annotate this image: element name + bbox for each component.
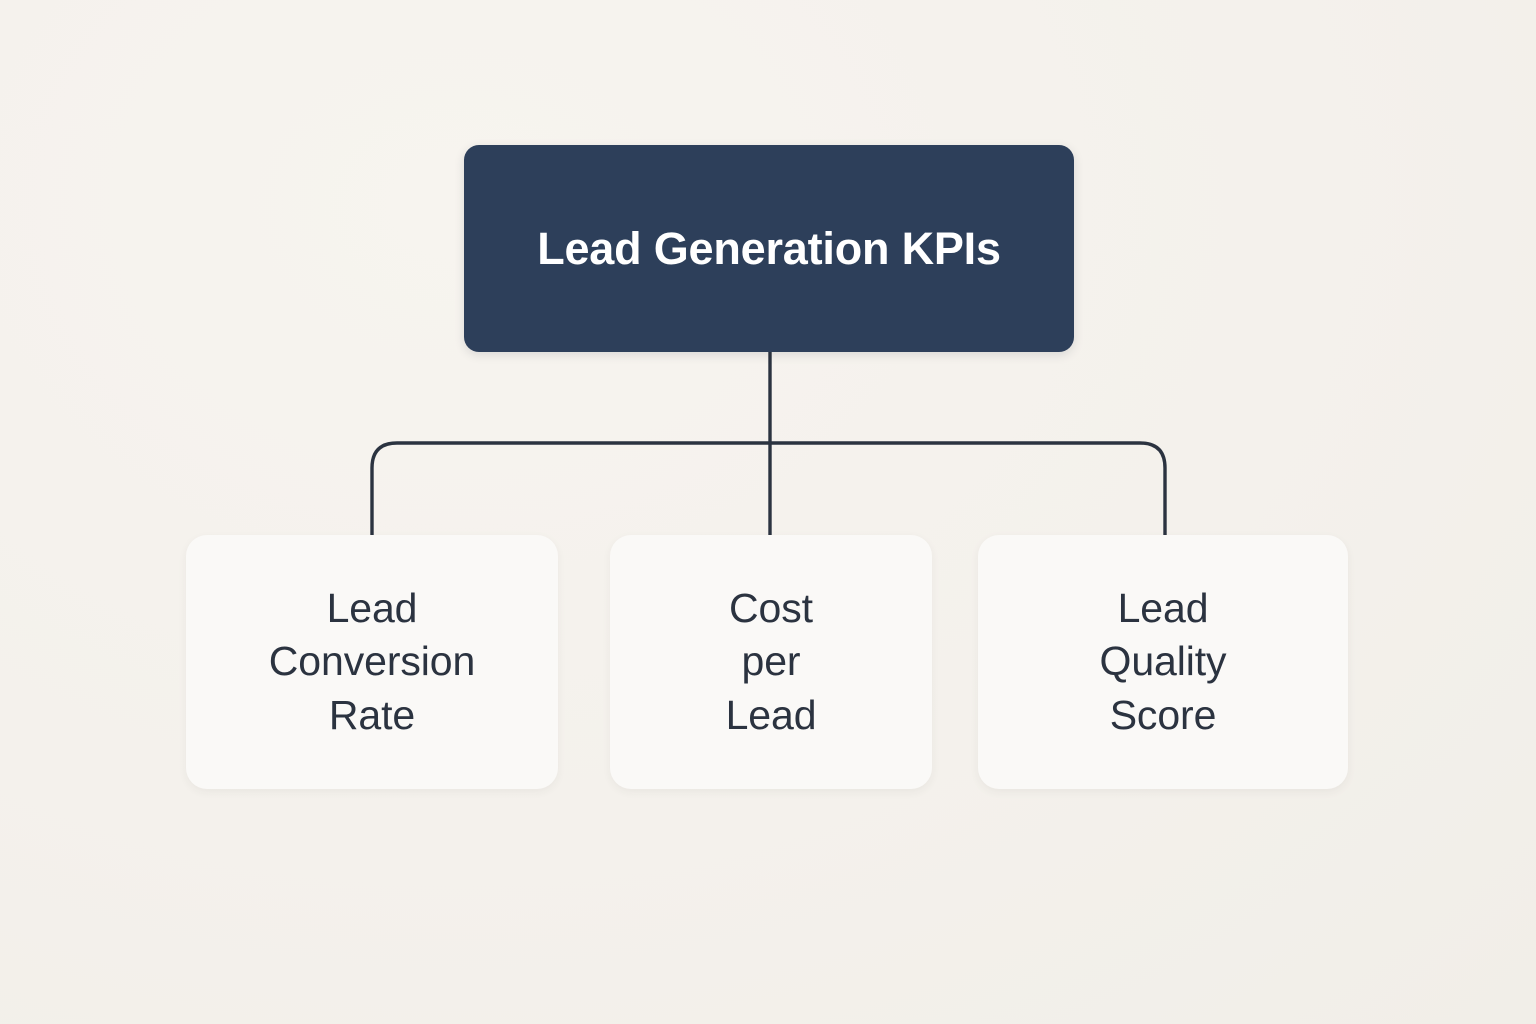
root-node-lead-generation-kpis[interactable]: Lead Generation KPIs — [464, 145, 1074, 352]
child-node-label: Cost per Lead — [725, 585, 817, 738]
child-node-cost-per-lead[interactable]: Cost per Lead — [610, 535, 932, 789]
connector-bus-right — [770, 441, 1167, 537]
connector-bus-left — [370, 441, 770, 537]
root-node-label: Lead Generation KPIs — [537, 222, 1001, 274]
child-node-lead-quality-score[interactable]: Lead Quality Score — [978, 535, 1348, 789]
child-node-lead-conversion-rate[interactable]: Lead Conversion Rate — [186, 535, 558, 789]
child-node-label: Lead Quality Score — [1099, 585, 1227, 738]
child-node-label: Lead Conversion Rate — [268, 585, 476, 738]
